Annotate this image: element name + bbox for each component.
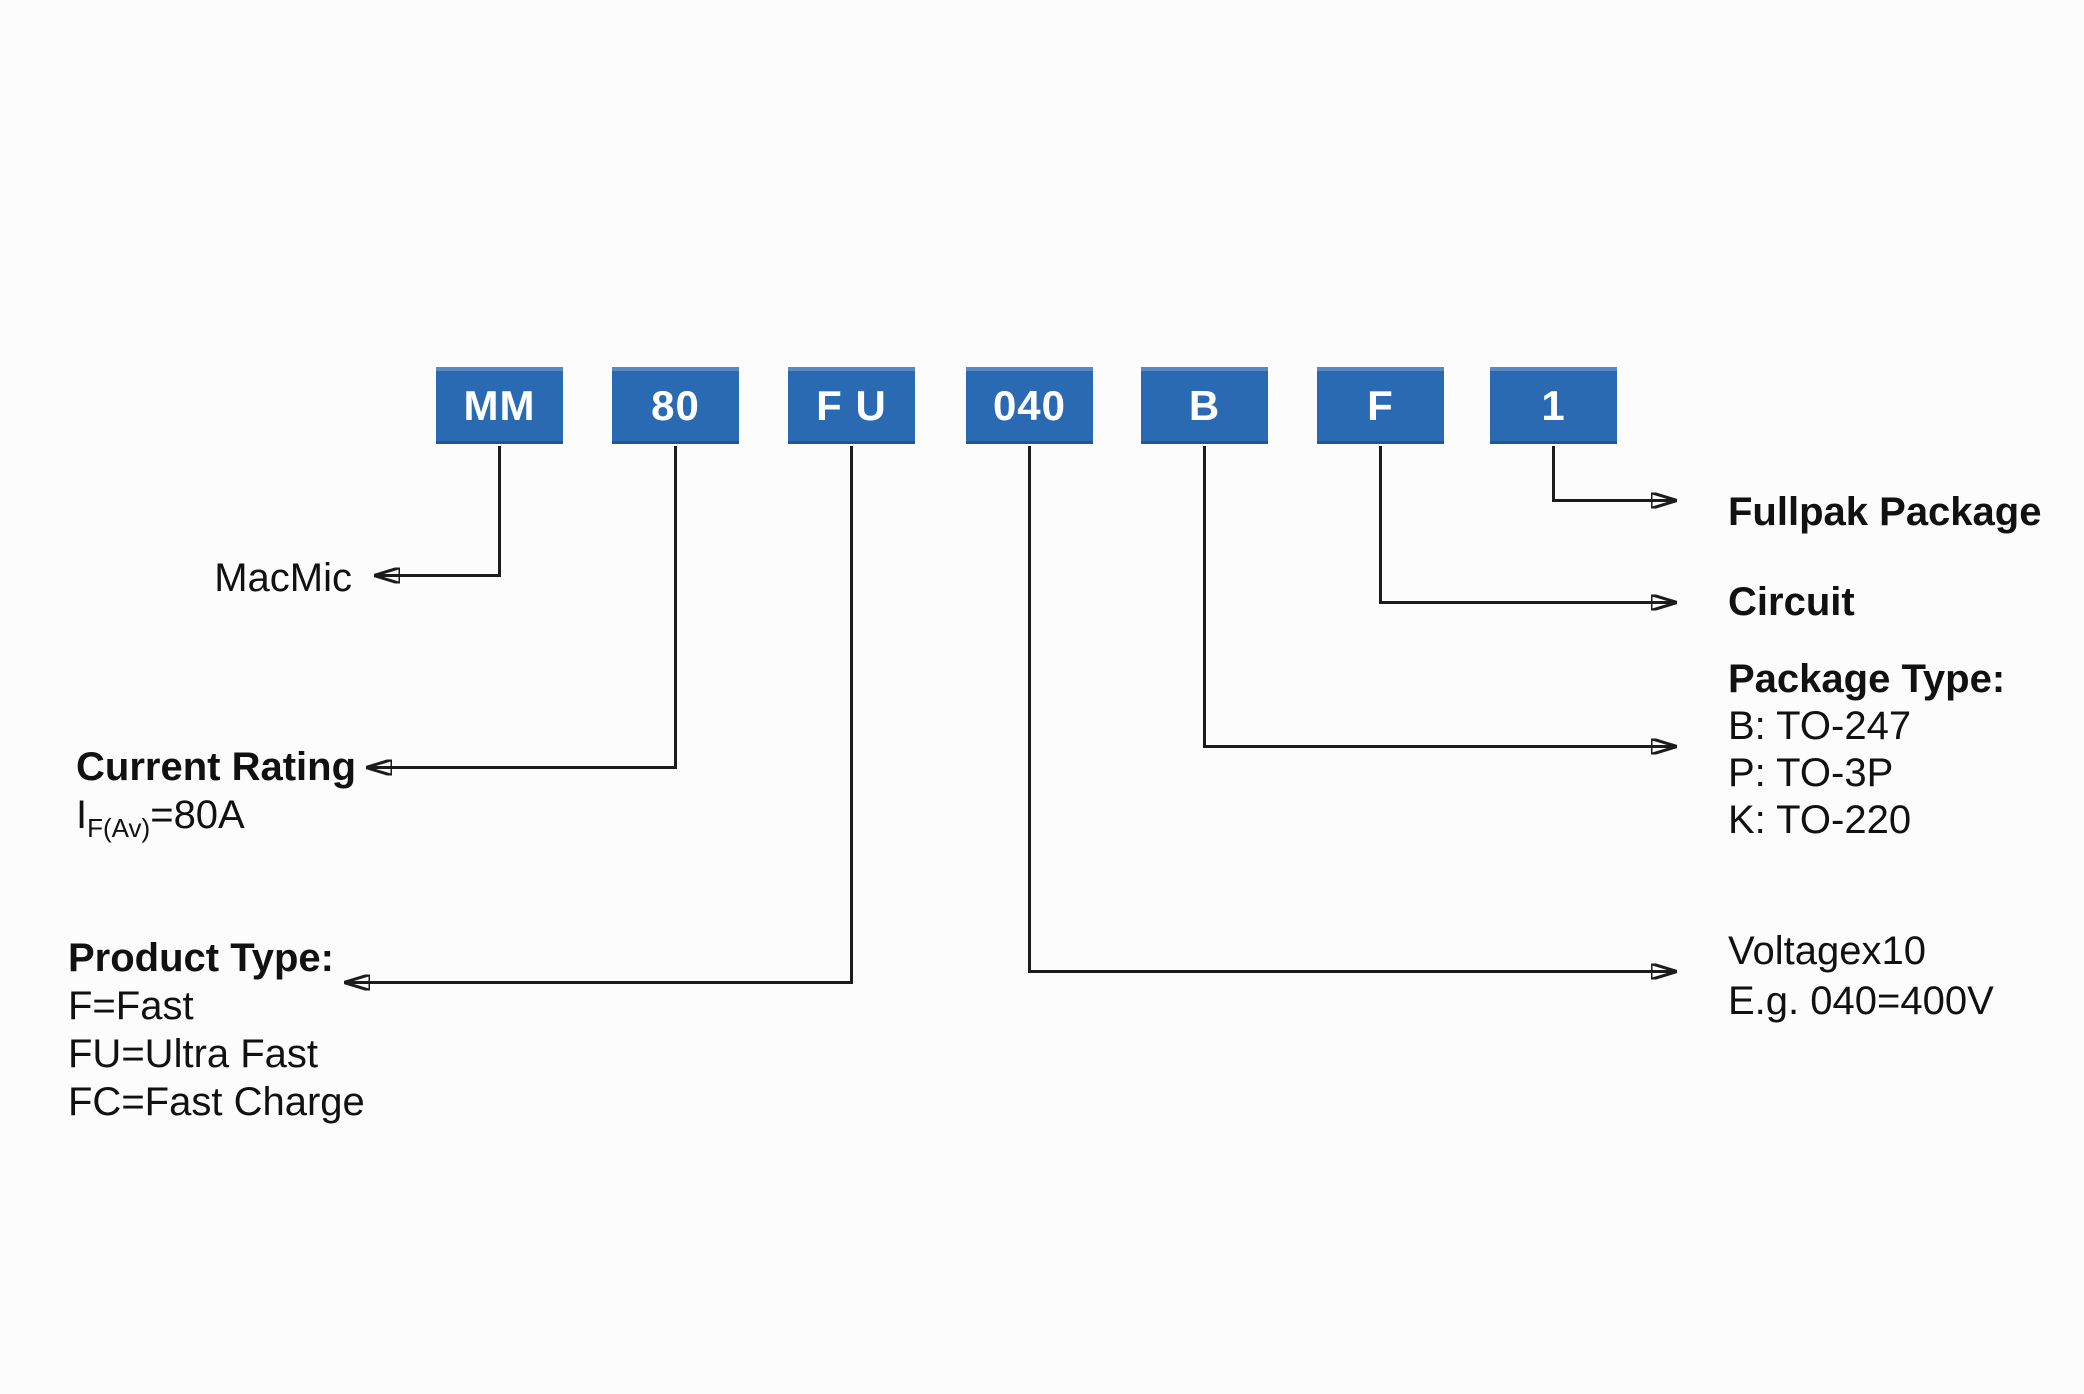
connector-mm-to-manufacturer — [375, 446, 501, 576]
current-rating-value: IF(Av)=80A — [76, 793, 245, 850]
package-type-option-to247: B: TO-247 — [1728, 704, 1912, 748]
package-type-title: Package Type: — [1728, 657, 2006, 701]
connector-1-to-fullpak — [1552, 446, 1677, 501]
fullpak-label: Fullpak Package — [1728, 490, 2042, 534]
package-type-option-to3p: P: TO-3P — [1728, 751, 1894, 795]
package-type-block: Package Type: B: TO-247 P: TO-3P K: TO-2… — [1728, 656, 2005, 844]
product-type-block: Product Type: F=Fast FU=Ultra Fast FC=Fa… — [68, 934, 365, 1126]
connector-b-to-package-type — [1203, 446, 1677, 747]
voltage-line2: E.g. 040=400V — [1728, 979, 1994, 1023]
code-box-package: B — [1141, 367, 1268, 444]
code-box-current: 80 — [612, 367, 739, 444]
voltage-line1: Voltagex10 — [1728, 929, 1926, 973]
code-box-voltage: 040 — [966, 367, 1093, 444]
voltage-block: Voltagex10 E.g. 040=400V — [1728, 926, 1994, 1026]
current-rating-title: Current Rating — [76, 745, 356, 789]
code-box-circuit: F — [1317, 367, 1444, 444]
connector-040-to-voltage — [1028, 446, 1677, 972]
connector-fu-to-product-type — [345, 446, 853, 983]
product-type-title: Product Type: — [68, 936, 334, 980]
product-type-option-fast: F=Fast — [68, 984, 194, 1028]
current-symbol: I — [76, 793, 88, 837]
circuit-label: Circuit — [1728, 580, 1855, 624]
manufacturer-label: MacMic — [214, 556, 352, 600]
current-amps: =80A — [150, 793, 245, 837]
current-subscript: F(Av) — [87, 813, 151, 843]
code-box-manufacturer: MM — [436, 367, 563, 444]
code-box-fullpak: 1 — [1490, 367, 1617, 444]
product-type-option-ultra-fast: FU=Ultra Fast — [68, 1032, 319, 1076]
product-type-option-fast-charge: FC=Fast Charge — [68, 1080, 365, 1124]
code-box-product-type: F U — [788, 367, 915, 444]
package-type-option-to220: K: TO-220 — [1728, 798, 1912, 842]
connector-80-to-current-rating — [367, 446, 677, 768]
connector-f-to-circuit — [1379, 446, 1677, 603]
